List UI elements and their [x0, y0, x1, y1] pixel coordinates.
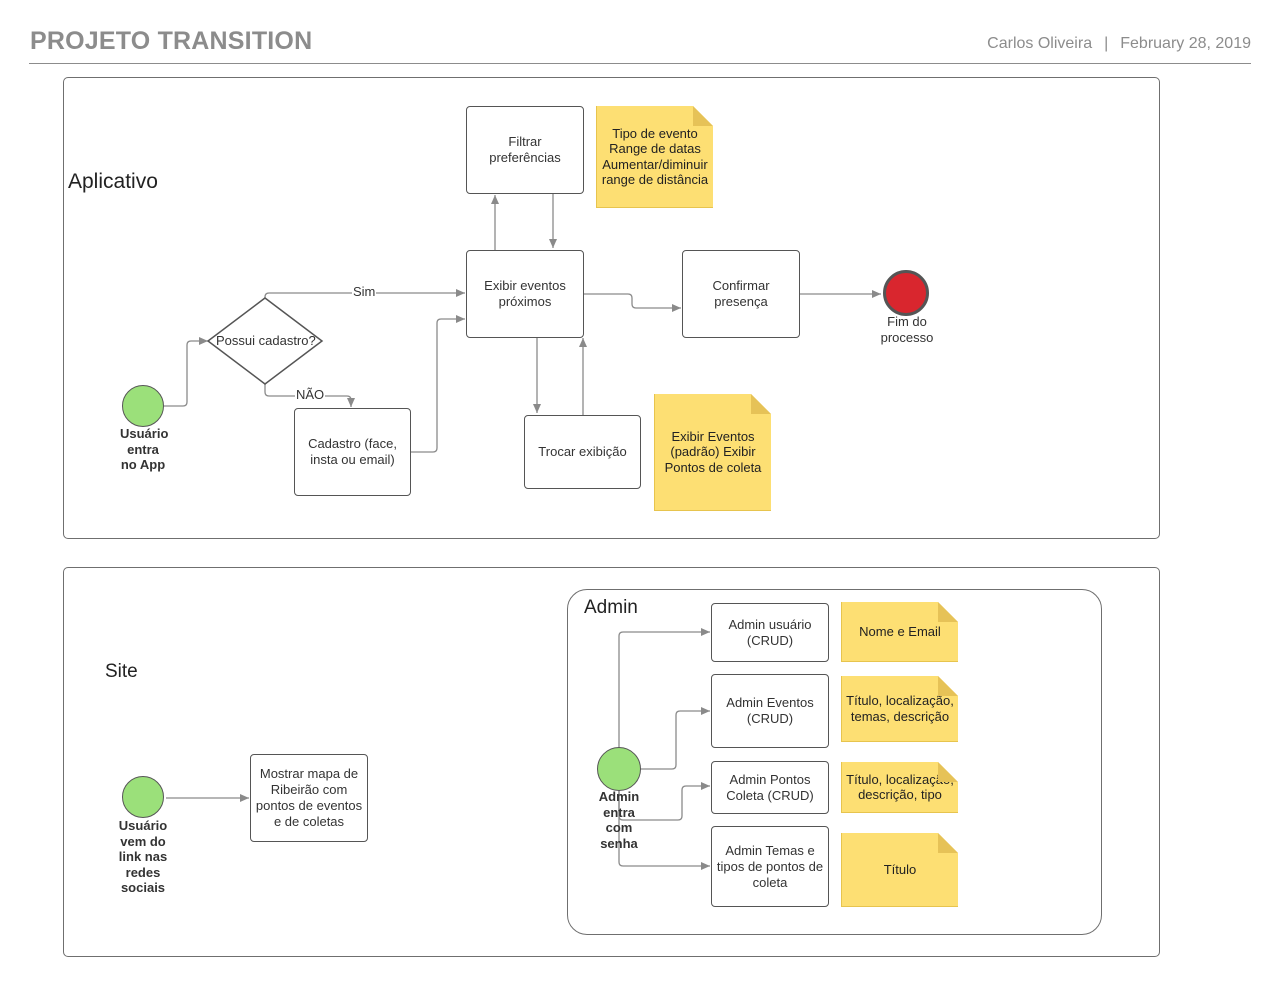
document-date: February 28, 2019 [1120, 35, 1251, 52]
edge-start-to-decision [164, 337, 208, 407]
map-box: Mostrar mapa de Ribeirão com pontos de e… [250, 754, 368, 842]
app-end-node [883, 270, 929, 316]
admin-section-label: Admin [584, 597, 638, 618]
admin-user-box: Admin usuário (CRUD) [711, 603, 829, 662]
meta-separator: | [1104, 35, 1109, 52]
site-start-label: Usuário vem do link nas redes sociais [118, 818, 168, 895]
site-start-node [122, 776, 164, 818]
swap-view-note: Exibir Eventos (padrão) Exibir Pontos de… [654, 394, 771, 511]
confirm-box: Confirmar presença [682, 250, 800, 338]
edge-admin-to-events [640, 707, 710, 770]
app-start-label: Usuário entra no App [120, 426, 169, 472]
admin-start-label: Admin entra com senha [598, 789, 640, 851]
app-start-node [122, 385, 164, 427]
signup-box: Cadastro (face, insta ou email) [294, 408, 411, 496]
app-section-label: Aplicativo [68, 170, 158, 193]
header-divider [29, 63, 1251, 64]
show-events-box: Exibir eventos próximos [466, 250, 584, 338]
filter-box: Filtrar preferências [466, 106, 584, 194]
decision-diamond [206, 297, 324, 385]
swap-view-box: Trocar exibição [524, 415, 641, 489]
edge-decision-yes [264, 289, 465, 298]
yes-label: Sim [352, 284, 377, 299]
author-name: Carlos Oliveira [987, 35, 1093, 52]
site-section-label: Site [105, 661, 138, 682]
edge-admin-to-themes [618, 790, 710, 870]
edge-admin-to-user [618, 628, 710, 748]
no-label: NÃO [295, 387, 326, 402]
admin-events-box: Admin Eventos (CRUD) [711, 674, 829, 748]
decision-label: Possui cadastro? [216, 333, 316, 348]
admin-collection-box: Admin Pontos Coleta (CRUD) [711, 761, 829, 814]
admin-start-node [597, 747, 641, 791]
app-end-label: Fim do processo [880, 314, 934, 345]
admin-frame [567, 589, 1102, 935]
page-title: PROJETO TRANSITION [30, 27, 313, 55]
edge-admin-to-collection [618, 782, 710, 821]
edge-events-to-confirm [584, 293, 681, 312]
admin-themes-box: Admin Temas e tipos de pontos de coleta [711, 826, 829, 907]
document-meta: Carlos Oliveira | February 28, 2019 [987, 35, 1251, 53]
edge-signup-to-events [411, 315, 465, 453]
